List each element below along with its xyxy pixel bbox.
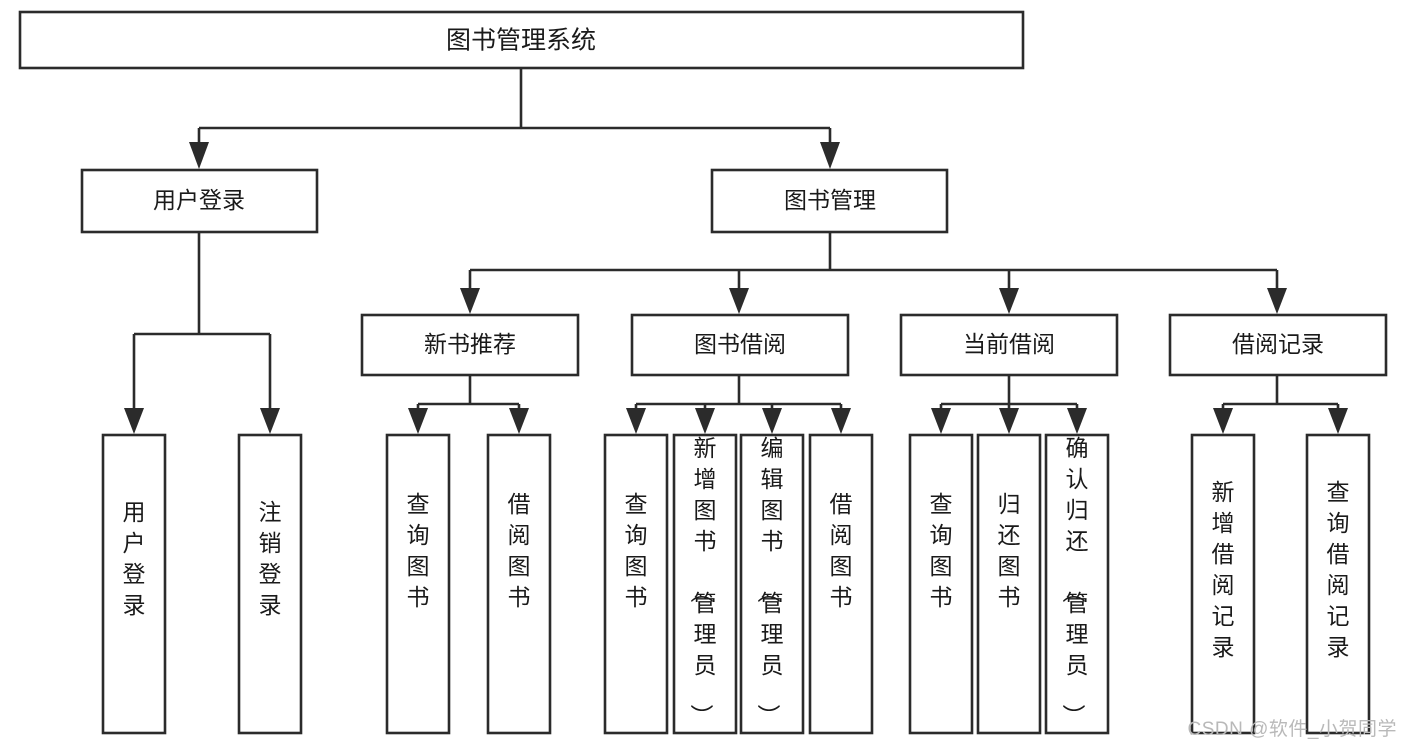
node-user-login-label: 用户登录 (153, 187, 245, 213)
leaf-cb-confirm-return[interactable]: 确认归还（管理员） (1044, 433, 1110, 735)
node-current-borrow-label: 当前借阅 (963, 331, 1055, 357)
arrowhead-cb-leaf-3 (1067, 408, 1087, 434)
arrowhead-bb-leaf-2 (695, 408, 715, 434)
arrowhead-nb-leaf-1 (408, 408, 428, 434)
leaf-cb-confirm-return-box[interactable] (1044, 433, 1110, 735)
node-current-borrow[interactable]: 当前借阅 (899, 313, 1119, 377)
leaf-bb-query-book-box[interactable] (603, 433, 669, 735)
leaf-nb-query-book-label: 查询图书 (407, 491, 430, 610)
connector-layer (124, 68, 1348, 434)
leaf-bb-add-book-box[interactable] (672, 433, 738, 735)
leaf-nb-borrow-book-box[interactable] (486, 433, 552, 735)
leaf-br-query-record-box[interactable] (1305, 433, 1371, 735)
leaf-bb-add-book-label: 新增图书（管理员） (689, 435, 717, 727)
arrowhead-nb-leaf-2 (509, 408, 529, 434)
node-root[interactable]: 图书管理系统 (18, 10, 1025, 70)
leaf-cb-query-book-label: 查询图书 (930, 491, 953, 610)
arrowhead-bb-leaf-4 (831, 408, 851, 434)
node-user-login[interactable]: 用户登录 (80, 168, 319, 234)
leaf-bb-borrow-book[interactable]: 借阅图书 (808, 433, 874, 735)
node-book-borrow[interactable]: 图书借阅 (630, 313, 850, 377)
arrowhead-borrow-record (1267, 288, 1287, 314)
node-current-borrow-box[interactable] (899, 313, 1119, 377)
arrowhead-bb-leaf-1 (626, 408, 646, 434)
arrowhead-book-borrow (729, 288, 749, 314)
node-new-book-box[interactable] (360, 313, 580, 377)
node-book-borrow-label: 图书借阅 (694, 331, 786, 357)
arrowhead-leaf-logout (260, 408, 280, 434)
node-borrow-record-label: 借阅记录 (1232, 331, 1324, 357)
leaf-br-add-record[interactable]: 新增借阅记录 (1190, 433, 1256, 735)
arrowhead-user-login (189, 142, 209, 169)
arrowhead-br-leaf-1 (1213, 408, 1233, 434)
leaf-logout-label: 注销登录 (259, 499, 282, 618)
leaf-cb-query-book[interactable]: 查询图书 (908, 433, 974, 735)
leaf-bb-edit-book-label: 编辑图书（管理员） (756, 435, 784, 727)
node-root-label: 图书管理系统 (446, 27, 596, 55)
leaf-bb-borrow-book-label: 借阅图书 (830, 491, 853, 610)
leaf-logout-box[interactable] (237, 433, 303, 735)
leaf-cb-return-book-box[interactable] (976, 433, 1042, 735)
leaf-cb-return-book-label: 归还图书 (998, 491, 1021, 610)
leaf-br-query-record[interactable]: 查询借阅记录 (1305, 433, 1371, 735)
arrowhead-new-book (460, 288, 480, 314)
node-new-book-recommend[interactable]: 新书推荐 (360, 313, 580, 377)
leaf-br-query-record-label: 查询借阅记录 (1327, 479, 1350, 660)
arrowhead-br-leaf-2 (1328, 408, 1348, 434)
arrowhead-cb-leaf-1 (931, 408, 951, 434)
leaf-bb-add-book[interactable]: 新增图书（管理员） (672, 433, 738, 735)
leaf-logout[interactable]: 注销登录 (237, 433, 303, 735)
node-user-login-box[interactable] (80, 168, 319, 234)
leaf-bb-edit-book[interactable]: 编辑图书（管理员） (739, 433, 805, 735)
leaf-cb-query-book-box[interactable] (908, 433, 974, 735)
leaf-user-login[interactable]: 用户登录 (101, 433, 167, 735)
leaf-cb-return-book[interactable]: 归还图书 (976, 433, 1042, 735)
leaf-nb-borrow-book-label: 借阅图书 (508, 491, 531, 610)
leaf-nb-borrow-book[interactable]: 借阅图书 (486, 433, 552, 735)
node-book-borrow-box[interactable] (630, 313, 850, 377)
node-borrow-record[interactable]: 借阅记录 (1168, 313, 1388, 377)
node-book-manage[interactable]: 图书管理 (710, 168, 949, 234)
leaf-user-login-box[interactable] (101, 433, 167, 735)
leaf-cb-confirm-return-label: 确认归还（管理员） (1061, 435, 1089, 727)
arrowhead-leaf-user-login (124, 408, 144, 434)
node-new-book-label: 新书推荐 (424, 331, 516, 357)
arrowhead-current-borrow (999, 288, 1019, 314)
leaf-user-login-label: 用户登录 (123, 499, 146, 618)
node-book-manage-label: 图书管理 (784, 187, 876, 213)
node-root-box[interactable] (18, 10, 1025, 70)
node-borrow-record-box[interactable] (1168, 313, 1388, 377)
leaf-bb-borrow-book-box[interactable] (808, 433, 874, 735)
leaf-nb-query-book-box[interactable] (385, 433, 451, 735)
leaf-br-add-record-box[interactable] (1190, 433, 1256, 735)
arrowhead-bb-leaf-3 (762, 408, 782, 434)
node-book-manage-box[interactable] (710, 168, 949, 234)
arrowhead-book-manage (820, 142, 840, 169)
leaf-bb-edit-book-box[interactable] (739, 433, 805, 735)
leaf-bb-query-book-label: 查询图书 (625, 491, 648, 610)
arrowhead-cb-leaf-2 (999, 408, 1019, 434)
leaf-bb-query-book[interactable]: 查询图书 (603, 433, 669, 735)
leaf-nb-query-book[interactable]: 查询图书 (385, 433, 451, 735)
leaf-br-add-record-label: 新增借阅记录 (1212, 479, 1235, 660)
